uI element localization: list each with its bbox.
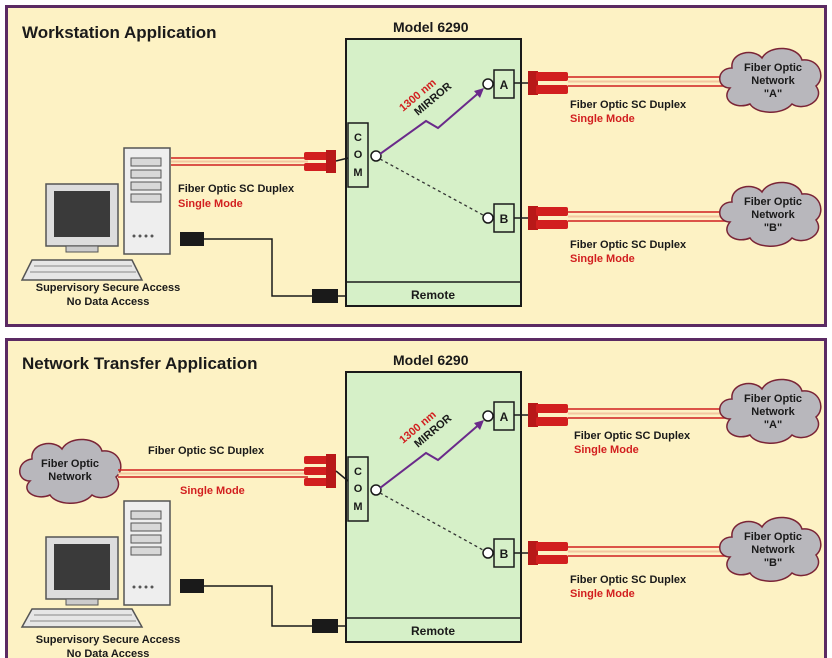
cloud-left-line: Fiber Optic — [41, 458, 99, 470]
port-a-node — [482, 410, 494, 422]
link-a-connector — [514, 71, 568, 95]
model-label: Model 6290 — [393, 352, 469, 368]
mirror-arrowhead — [474, 420, 484, 430]
link-b-cable — [568, 211, 726, 222]
cloud-left-line: Network — [48, 471, 92, 483]
cloud-b-line: "B" — [764, 222, 782, 234]
cloud-b-line: Fiber Optic — [744, 531, 802, 543]
com-port — [347, 122, 369, 188]
port-b-node — [482, 212, 494, 224]
port-b-label: B — [500, 547, 509, 561]
cloud-icon — [719, 181, 822, 247]
supervisory-cable — [180, 579, 346, 633]
mirror-path — [379, 89, 483, 155]
panel-title: Network Transfer Application — [22, 354, 258, 373]
left-fiber-mode: Single Mode — [180, 485, 245, 497]
link-b-mode: Single Mode — [570, 253, 635, 265]
sc-duplex-connector — [304, 454, 349, 488]
port-a — [493, 401, 515, 431]
cloud-a-line: Network — [751, 75, 795, 87]
mirror-path — [379, 421, 483, 489]
remote-label: Remote — [411, 624, 455, 638]
left-fiber-cable — [118, 469, 308, 478]
port-b-label: B — [500, 212, 509, 226]
cloud-a-line: Network — [751, 406, 795, 418]
link-a-connector — [514, 403, 568, 427]
port-a-label: A — [500, 78, 509, 92]
cloud-b-line: Network — [751, 544, 795, 556]
com-letter: M — [353, 501, 362, 513]
link-b-connector — [514, 206, 568, 230]
cloud-a-line: "A" — [764, 419, 782, 431]
supervisory-line: Supervisory Secure Access — [36, 282, 181, 294]
supervisory-line: No Data Access — [67, 648, 150, 658]
workstation-icon — [20, 147, 171, 281]
port-a — [493, 69, 515, 99]
network-transfer-panel: Network Transfer Application Model 6290 … — [5, 338, 827, 658]
workstation-panel: Workstation Application Model 6290 Remot… — [5, 5, 827, 327]
left-fiber-type: Fiber Optic SC Duplex — [178, 183, 295, 195]
workstation-icon — [20, 500, 171, 628]
cloud-a-line: Fiber Optic — [744, 393, 802, 405]
com-port — [347, 456, 369, 522]
cloud-a-line: Fiber Optic — [744, 62, 802, 74]
com-letter: C — [354, 132, 362, 144]
standby-path — [379, 492, 484, 551]
supervisory-cable — [180, 232, 346, 303]
link-a-type: Fiber Optic SC Duplex — [570, 99, 687, 111]
cloud-icon — [719, 47, 822, 113]
com-node — [370, 150, 382, 162]
port-a-label: A — [500, 410, 509, 424]
link-b-type: Fiber Optic SC Duplex — [570, 574, 687, 586]
link-b-mode: Single Mode — [570, 588, 635, 600]
link-b-connector — [514, 541, 568, 565]
left-fiber-mode: Single Mode — [178, 198, 243, 210]
cloud-a-line: "A" — [764, 88, 782, 100]
mirror-arrowhead — [474, 88, 484, 98]
port-b-node — [482, 547, 494, 559]
com-node — [370, 484, 382, 496]
left-fiber-type: Fiber Optic SC Duplex — [148, 445, 265, 457]
standby-path — [379, 158, 484, 216]
cloud-icon — [719, 516, 822, 582]
link-a-type: Fiber Optic SC Duplex — [574, 430, 691, 442]
supervisory-line: Supervisory Secure Access — [36, 634, 181, 646]
link-b-cable — [568, 546, 726, 557]
remote-label: Remote — [411, 288, 455, 302]
port-a-node — [482, 78, 494, 90]
panel-title: Workstation Application — [22, 23, 217, 42]
supervisory-line: No Data Access — [67, 296, 150, 308]
link-a-cable — [568, 76, 726, 87]
com-letter: C — [354, 466, 362, 478]
sc-duplex-connector — [304, 150, 349, 173]
link-a-mode: Single Mode — [570, 113, 635, 125]
cloud-b-line: Fiber Optic — [744, 196, 802, 208]
com-letter: O — [354, 483, 363, 495]
left-fiber-cable — [171, 157, 308, 166]
link-a-mode: Single Mode — [574, 444, 639, 456]
link-a-cable — [568, 408, 726, 419]
cloud-icon — [719, 378, 822, 444]
cloud-icon — [19, 438, 122, 504]
model-label: Model 6290 — [393, 19, 469, 35]
link-b-type: Fiber Optic SC Duplex — [570, 239, 687, 251]
com-letter: O — [354, 149, 363, 161]
cloud-b-line: "B" — [764, 557, 782, 569]
com-letter: M — [353, 167, 362, 179]
cloud-b-line: Network — [751, 209, 795, 221]
